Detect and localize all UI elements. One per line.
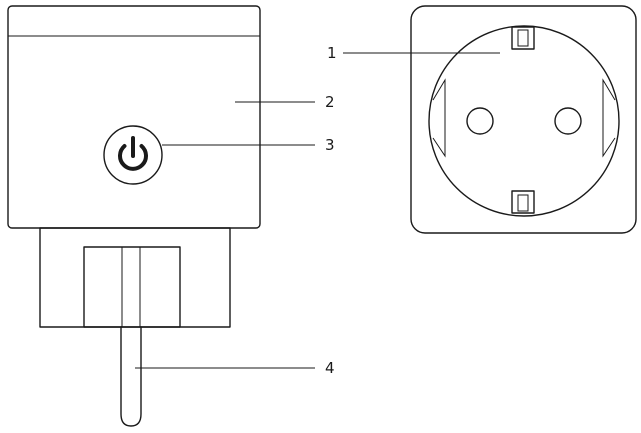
- smart-plug-side-view: [7, 5, 261, 427]
- callout-3: 3: [325, 136, 335, 154]
- earthing-contact-bottom: [511, 190, 535, 214]
- leader-lines: [135, 52, 500, 369]
- plug-housing: [7, 5, 261, 229]
- plug-base: [39, 227, 231, 328]
- pin-hole-right: [554, 107, 582, 135]
- socket-front-view: [410, 5, 637, 234]
- callout-1: 1: [327, 44, 337, 62]
- earthing-contact-top: [511, 26, 535, 50]
- power-button-ring: [103, 125, 163, 185]
- pin-hole-left: [466, 107, 494, 135]
- plug-pin: [120, 326, 142, 427]
- power-icon: [118, 136, 148, 171]
- callout-2: 2: [325, 93, 335, 111]
- callout-labels: 1 2 3 4: [325, 44, 337, 377]
- socket-faceplate: [410, 5, 637, 234]
- plug-base-center-block: [83, 246, 181, 328]
- callout-4: 4: [325, 359, 335, 377]
- socket-guide-notch-left: [432, 78, 446, 158]
- power-button: [103, 125, 163, 185]
- socket-guide-notch-right: [602, 78, 616, 158]
- socket-well: [428, 25, 620, 217]
